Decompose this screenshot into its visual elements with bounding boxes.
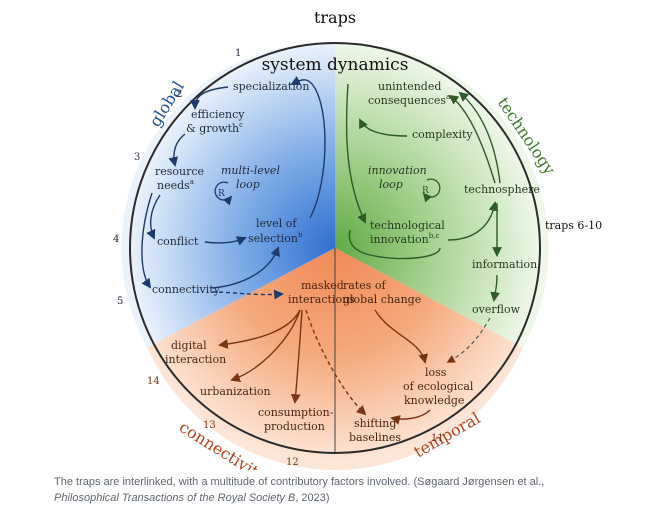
caption-text: The traps are interlinked, with a multit… bbox=[54, 476, 545, 488]
node-consumption-production: production bbox=[264, 420, 325, 433]
node-conflict: conflict bbox=[157, 235, 199, 248]
node-complexity: complexity bbox=[412, 128, 473, 141]
node-multilevel-loop-2: loop bbox=[236, 178, 260, 191]
node-efficiency-growth: & growthc bbox=[186, 121, 243, 135]
trap-number-11: 11 bbox=[431, 433, 444, 444]
node-technological-innovation: innovationb,c bbox=[370, 232, 439, 246]
node-unintended-consequences: consequencesa bbox=[368, 93, 450, 107]
trap-number-3: 3 bbox=[134, 152, 140, 163]
node-digital-interaction: interaction bbox=[165, 353, 226, 366]
node-technological: technological bbox=[370, 219, 445, 232]
caption-year: , 2023) bbox=[295, 492, 330, 504]
figure-caption: The traps are interlinked, with a multit… bbox=[54, 474, 614, 506]
node-innovation-loop: innovation bbox=[368, 164, 427, 177]
innovation-loop-r-label: R bbox=[422, 186, 429, 196]
node-urbanization: urbanization bbox=[200, 385, 271, 398]
innovation-loop-r-icon bbox=[422, 178, 441, 203]
node-level-of-selection-2: selectionb bbox=[248, 231, 303, 245]
node-multilevel-loop: multi-level bbox=[221, 164, 280, 177]
trap-number-2: 2 bbox=[176, 89, 182, 100]
node-resource: resource bbox=[155, 165, 204, 178]
technology-arrows bbox=[345, 83, 502, 302]
trap-number-14: 14 bbox=[147, 376, 160, 387]
node-masked-interactions: interactions bbox=[288, 293, 355, 306]
traps-range-label: traps 6-10 bbox=[545, 219, 602, 232]
loop-r-icon bbox=[214, 181, 233, 206]
trap-number-4: 4 bbox=[113, 234, 119, 245]
node-technosphere: technosphere bbox=[464, 183, 540, 196]
global-arrows bbox=[141, 76, 326, 300]
trap-number-13: 13 bbox=[203, 420, 216, 431]
node-level-of-selection: level of bbox=[256, 217, 297, 230]
node-efficiency: efficiency bbox=[191, 108, 245, 121]
node-rates: rates of bbox=[343, 279, 387, 292]
node-information: information bbox=[472, 258, 537, 271]
trap-number-1: 1 bbox=[235, 48, 241, 59]
caption-source: Philosophical Transactions of the Royal … bbox=[54, 492, 296, 504]
outer-circle bbox=[129, 42, 541, 454]
node-resource-needs: needsa bbox=[157, 178, 194, 192]
node-digital: digital bbox=[171, 339, 207, 352]
diagram-title: traps bbox=[314, 8, 356, 27]
node-shifting-baselines: baselines bbox=[349, 431, 401, 444]
node-rates-global-change: global change bbox=[343, 293, 421, 306]
loop-r-label: R bbox=[218, 189, 225, 199]
node-masked: masked bbox=[301, 279, 344, 292]
node-overflow: overflow bbox=[472, 303, 521, 316]
node-innovation-loop-2: loop bbox=[379, 178, 403, 191]
orange-arrows bbox=[218, 309, 431, 425]
node-consumption: consumption- bbox=[258, 406, 334, 419]
overflow-to-loss-arrow bbox=[446, 317, 491, 363]
traps-diagram: traps system dynamics global technology … bbox=[113, 8, 602, 470]
node-shifting: shifting bbox=[354, 417, 396, 430]
trap-number-5: 5 bbox=[117, 296, 123, 307]
node-loss-ecological: of ecological bbox=[403, 380, 474, 393]
node-connectivity: connectivity bbox=[152, 283, 221, 296]
center-title: system dynamics bbox=[262, 55, 409, 75]
node-loss: loss bbox=[425, 366, 447, 379]
node-unintended: unintended bbox=[378, 80, 441, 93]
trap-number-12: 12 bbox=[286, 457, 299, 468]
node-loss-knowledge: knowledge bbox=[404, 394, 464, 407]
